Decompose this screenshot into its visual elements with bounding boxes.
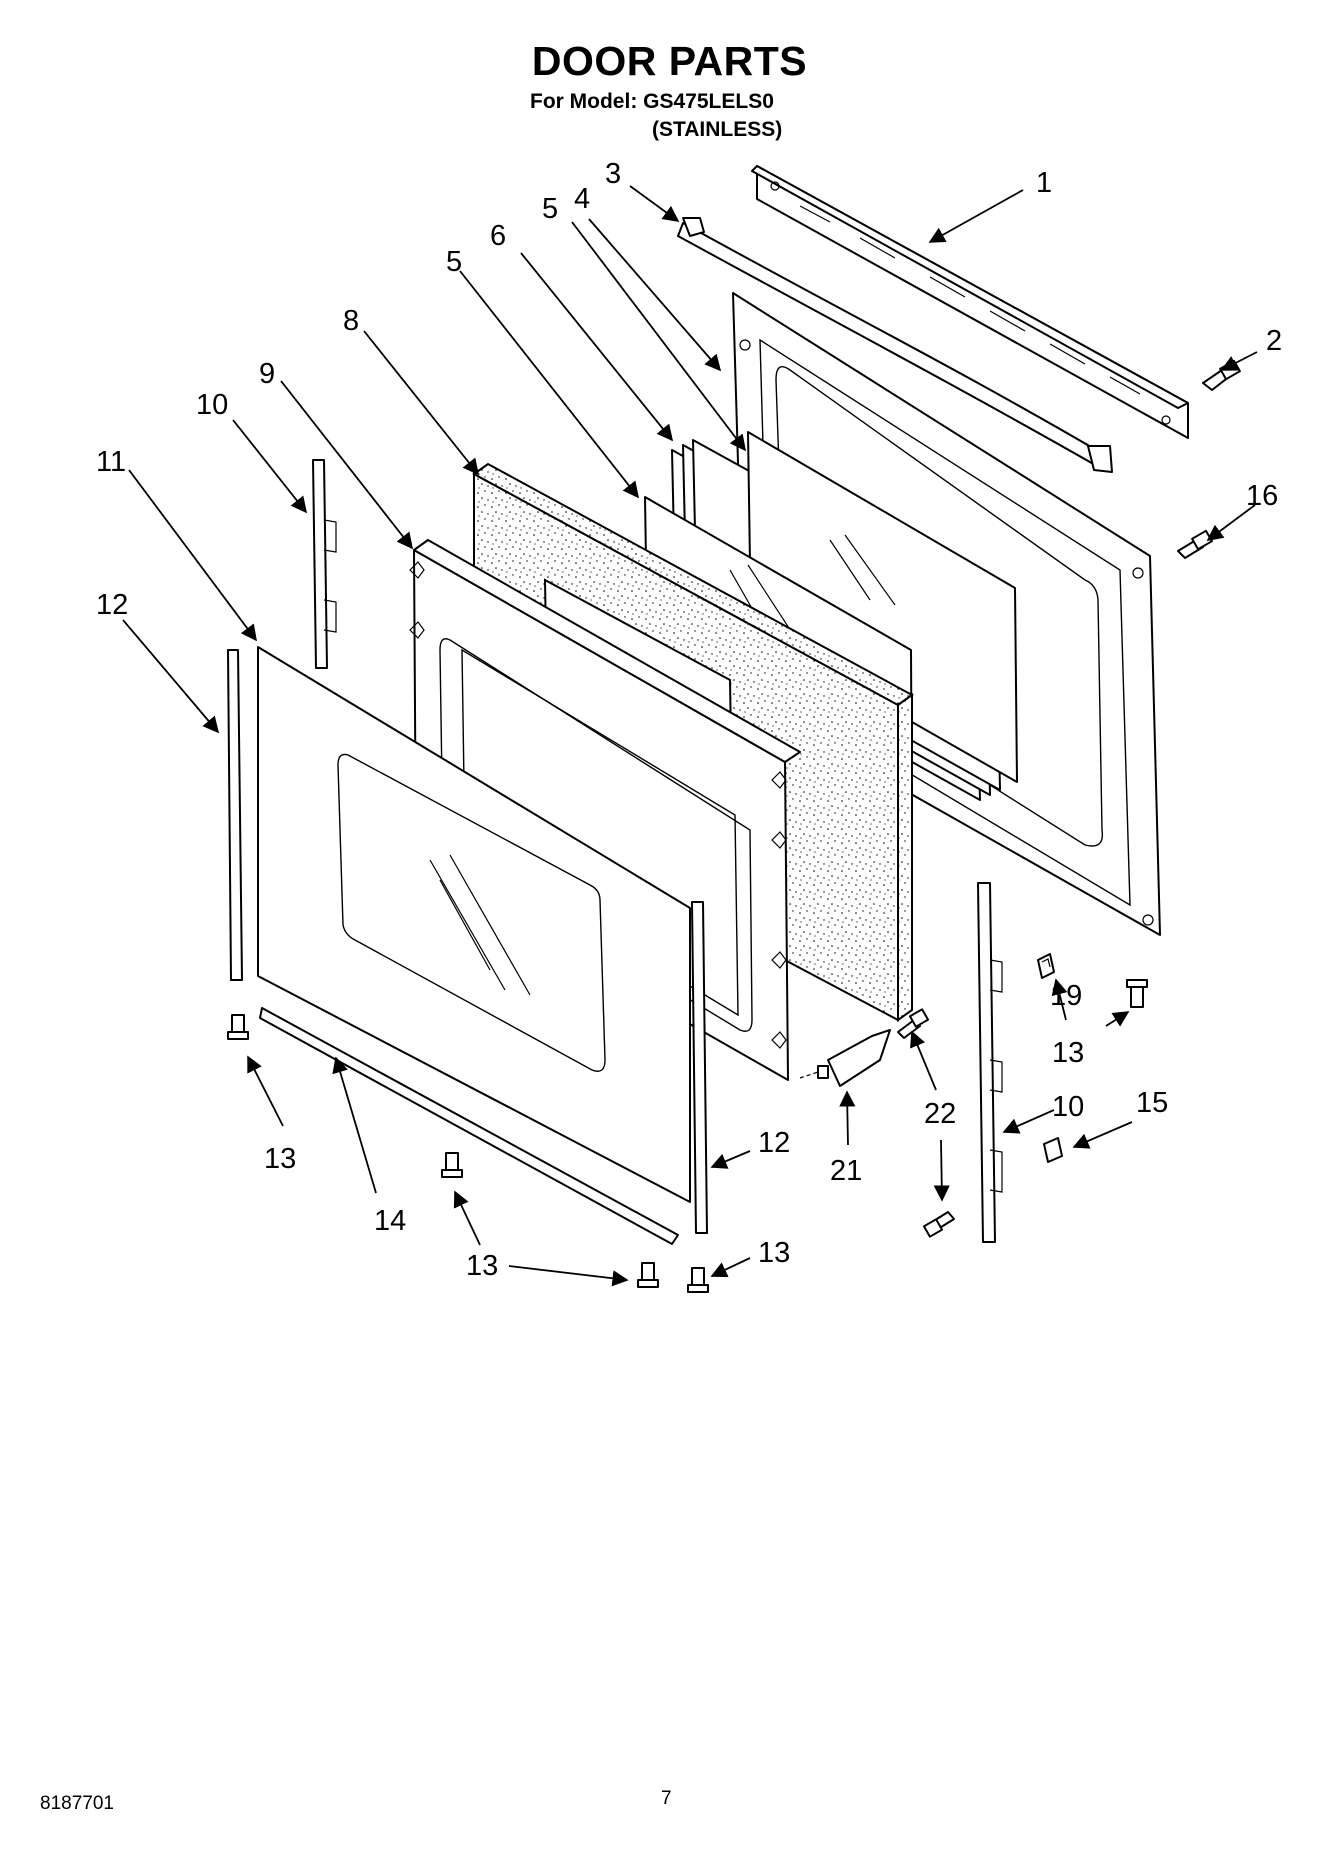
callout-13-mid: 13 <box>466 1250 498 1282</box>
vent-trim-part <box>751 165 1189 439</box>
callout-13-right: 13 <box>758 1237 790 1269</box>
callout-12-right: 12 <box>758 1127 790 1159</box>
callout-3: 3 <box>605 158 621 190</box>
callout-5-lower: 5 <box>446 246 462 278</box>
finish-line: (STAINLESS) <box>652 118 783 141</box>
callout-12-left: 12 <box>96 589 128 621</box>
side-trim-right-part <box>691 901 708 1234</box>
callout-13-upper-right: 13 <box>1052 1037 1084 1069</box>
callout-21: 21 <box>830 1155 862 1187</box>
hinge-bracket-part <box>799 1029 891 1087</box>
callout-13-left: 13 <box>264 1143 296 1175</box>
callout-labels: 1 2 3 4 5 5 6 8 9 10 10 11 12 12 13 13 1… <box>96 158 1282 1282</box>
leader-lines <box>122 185 1258 1287</box>
callout-16: 16 <box>1246 480 1278 512</box>
model-line: For Model: GS475LELS0 <box>530 90 774 113</box>
callout-22: 22 <box>924 1098 956 1130</box>
page-number: 7 <box>661 1788 672 1809</box>
page-title: DOOR PARTS <box>531 38 808 84</box>
screw-part-13-topright <box>1126 979 1148 1008</box>
hinge-right-part <box>977 882 1003 1243</box>
clip-part-19 <box>1037 953 1055 979</box>
callout-8: 8 <box>343 305 359 337</box>
screw-part-2 <box>1202 359 1241 391</box>
screw-part-13-left <box>227 1014 249 1040</box>
screw-part-22-upper <box>897 1008 930 1039</box>
screw-part-16 <box>1177 529 1213 559</box>
screw-part-13-right <box>687 1267 709 1293</box>
bottom-trim-part <box>259 1007 679 1245</box>
document-number: 8187701 <box>40 1793 114 1814</box>
screw-part-13-bottom <box>637 1262 659 1288</box>
callout-6: 6 <box>490 220 506 252</box>
callout-5-upper: 5 <box>542 193 558 225</box>
callout-9: 9 <box>259 358 275 390</box>
callout-19: 19 <box>1050 980 1082 1012</box>
callout-2: 2 <box>1266 325 1282 357</box>
callout-14: 14 <box>374 1205 406 1237</box>
screw-part-22-lower <box>922 1211 955 1238</box>
callout-11: 11 <box>96 446 126 478</box>
callout-4: 4 <box>574 183 590 215</box>
callout-1: 1 <box>1036 167 1052 199</box>
callout-15: 15 <box>1136 1087 1168 1119</box>
screw-part-13-mid <box>441 1152 463 1178</box>
door-handle-part <box>677 217 1113 473</box>
hinge-left-part <box>312 459 337 669</box>
side-trim-left-part <box>227 649 243 981</box>
callout-10-right: 10 <box>1052 1091 1084 1123</box>
callout-10-left: 10 <box>196 389 228 421</box>
outer-door-panel-part <box>257 646 691 1203</box>
clip-part-15 <box>1043 1137 1063 1163</box>
